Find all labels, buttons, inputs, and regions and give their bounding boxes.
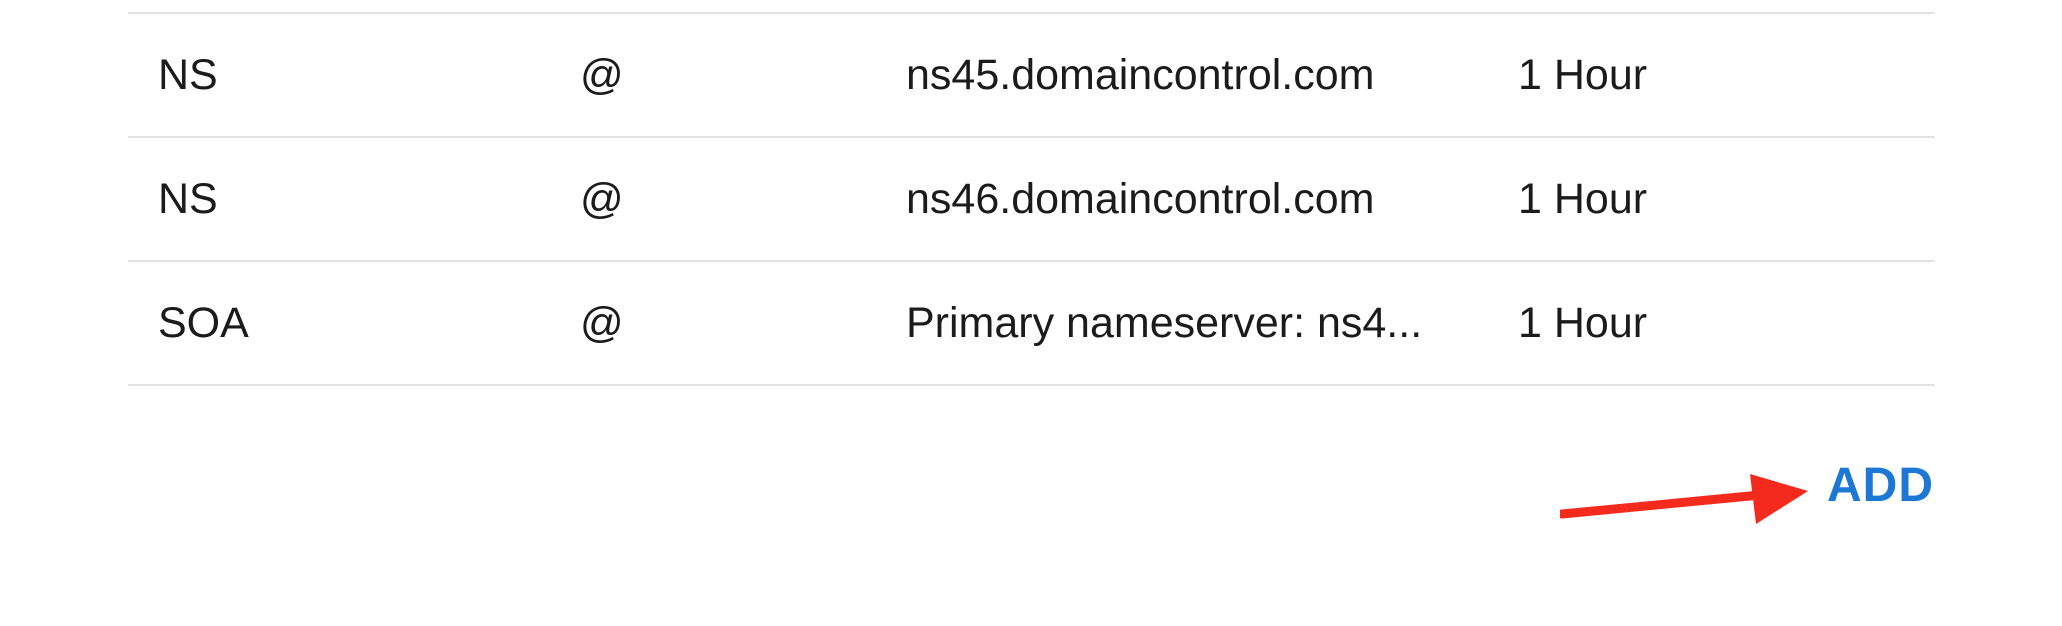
record-value-cell: ns46.domaincontrol.com bbox=[906, 175, 1375, 223]
record-ttl-cell: 1 Hour bbox=[1518, 299, 1648, 347]
record-ttl-cell: 1 Hour bbox=[1518, 175, 1648, 223]
record-type-cell: SOA bbox=[158, 299, 249, 347]
record-name-cell: @ bbox=[580, 51, 624, 99]
add-record-button[interactable]: ADD bbox=[1827, 456, 1934, 516]
record-value-cell: ns45.domaincontrol.com bbox=[906, 51, 1375, 99]
table-row: SOA @ Primary nameserver: ns4... 1 Hour bbox=[128, 262, 1935, 386]
table-row: NS @ ns45.domaincontrol.com 1 Hour bbox=[128, 14, 1935, 138]
record-value-cell: Primary nameserver: ns4... bbox=[906, 299, 1423, 347]
record-name-cell: @ bbox=[580, 299, 624, 347]
dns-records-table: NS @ ns45.domaincontrol.com 1 Hour NS @ … bbox=[128, 12, 1935, 386]
red-arrow-annotation-icon bbox=[1560, 474, 1808, 524]
table-row: NS @ ns46.domaincontrol.com 1 Hour bbox=[128, 138, 1935, 262]
record-type-cell: NS bbox=[158, 175, 218, 223]
record-name-cell: @ bbox=[580, 175, 624, 223]
record-type-cell: NS bbox=[158, 51, 218, 99]
record-ttl-cell: 1 Hour bbox=[1518, 51, 1648, 99]
